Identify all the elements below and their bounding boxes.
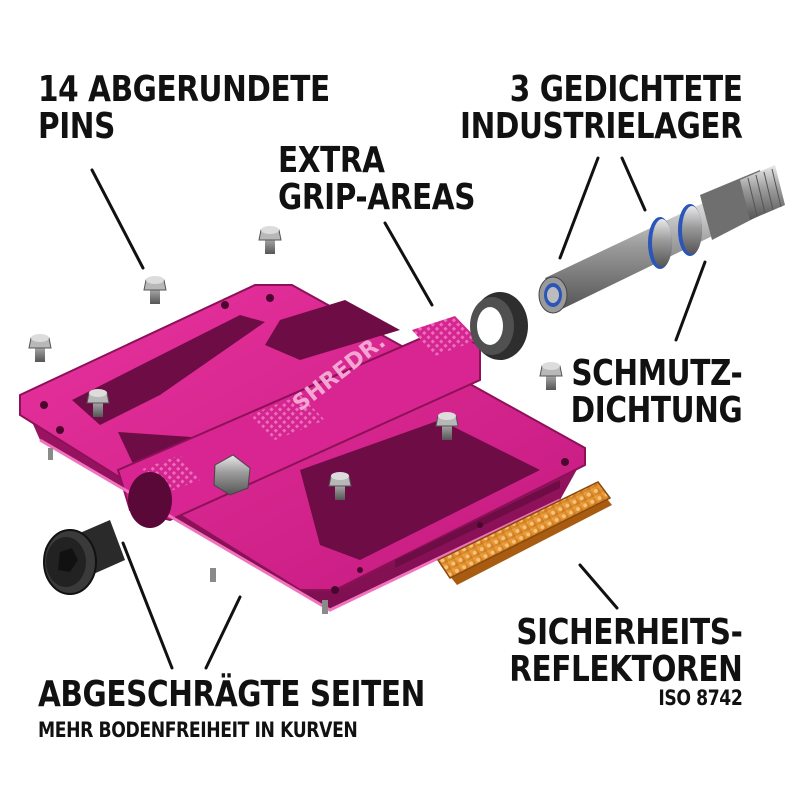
leader-bearing-2 bbox=[620, 156, 647, 212]
pedal-cutout-left bbox=[72, 315, 265, 425]
callout-seal-line1: SCHMUTZ- bbox=[571, 353, 742, 394]
callout-sides-line2: MEHR BODENFREIHEIT IN KURVEN bbox=[38, 717, 358, 742]
grip-area-top bbox=[412, 316, 478, 356]
callout-reflector-standard: ISO 8742 bbox=[657, 686, 743, 711]
callout-pins-line2: PINS bbox=[38, 105, 115, 147]
leader-sides-1 bbox=[121, 541, 174, 670]
spindle-axle bbox=[538, 165, 785, 314]
callout-pins-line1: 14 ABGERUNDETE bbox=[38, 69, 330, 110]
pin bbox=[28, 334, 52, 362]
dust-seal bbox=[470, 292, 528, 360]
pedal-cutout-top bbox=[265, 300, 400, 360]
pedal-body: SHREDR. bbox=[19, 284, 586, 614]
pin bbox=[539, 362, 563, 390]
end-cap bbox=[43, 520, 125, 595]
pin bbox=[258, 226, 282, 254]
pin bbox=[143, 276, 167, 304]
reflector bbox=[436, 481, 612, 585]
callout-seal: SCHMUTZ- DICHTUNG bbox=[570, 353, 742, 431]
callout-bearings-line1: 3 GEDICHTETE bbox=[509, 69, 742, 110]
axle-bore bbox=[128, 472, 172, 528]
callout-reflector-line2: REFLEKTOREN bbox=[508, 648, 743, 690]
underside-pins bbox=[48, 448, 328, 614]
mounting-holes bbox=[40, 294, 569, 594]
callout-reflector: SICHERHEITS- REFLEKTOREN ISO 8742 bbox=[508, 612, 743, 711]
leader-seal bbox=[674, 260, 707, 342]
leader-reflector bbox=[578, 563, 619, 610]
pin bbox=[86, 389, 110, 417]
callout-reflector-line1: SICHERHEITS- bbox=[515, 612, 743, 653]
callout-bearings: 3 GEDICHTETE INDUSTRIELAGER bbox=[459, 69, 743, 147]
callout-grip: EXTRA GRIP-AREAS bbox=[278, 140, 476, 218]
leader-sides-2 bbox=[204, 595, 242, 670]
leader-grip bbox=[383, 221, 434, 307]
leader-pins bbox=[90, 168, 145, 270]
callout-pins: 14 ABGERUNDETE PINS bbox=[38, 69, 330, 147]
callout-seal-line2: DICHTUNG bbox=[570, 389, 742, 431]
leader-bearing-1 bbox=[558, 156, 600, 260]
callout-grip-line1: EXTRA bbox=[278, 140, 385, 181]
pin bbox=[435, 412, 459, 440]
spindle-nut bbox=[213, 454, 251, 496]
callout-sides: ABGESCHRÄGTE SEITEN MEHR BODENFREIHEIT I… bbox=[38, 674, 425, 742]
pin bbox=[328, 472, 352, 500]
grip-area-middle bbox=[250, 395, 325, 440]
callout-bearings-line2: INDUSTRIELAGER bbox=[459, 105, 743, 147]
callout-sides-line1: ABGESCHRÄGTE SEITEN bbox=[38, 674, 425, 715]
callout-grip-line2: GRIP-AREAS bbox=[278, 176, 476, 218]
loose-pins bbox=[28, 226, 563, 500]
leader-lines bbox=[90, 156, 707, 670]
pedal-cutout-right bbox=[300, 420, 540, 560]
